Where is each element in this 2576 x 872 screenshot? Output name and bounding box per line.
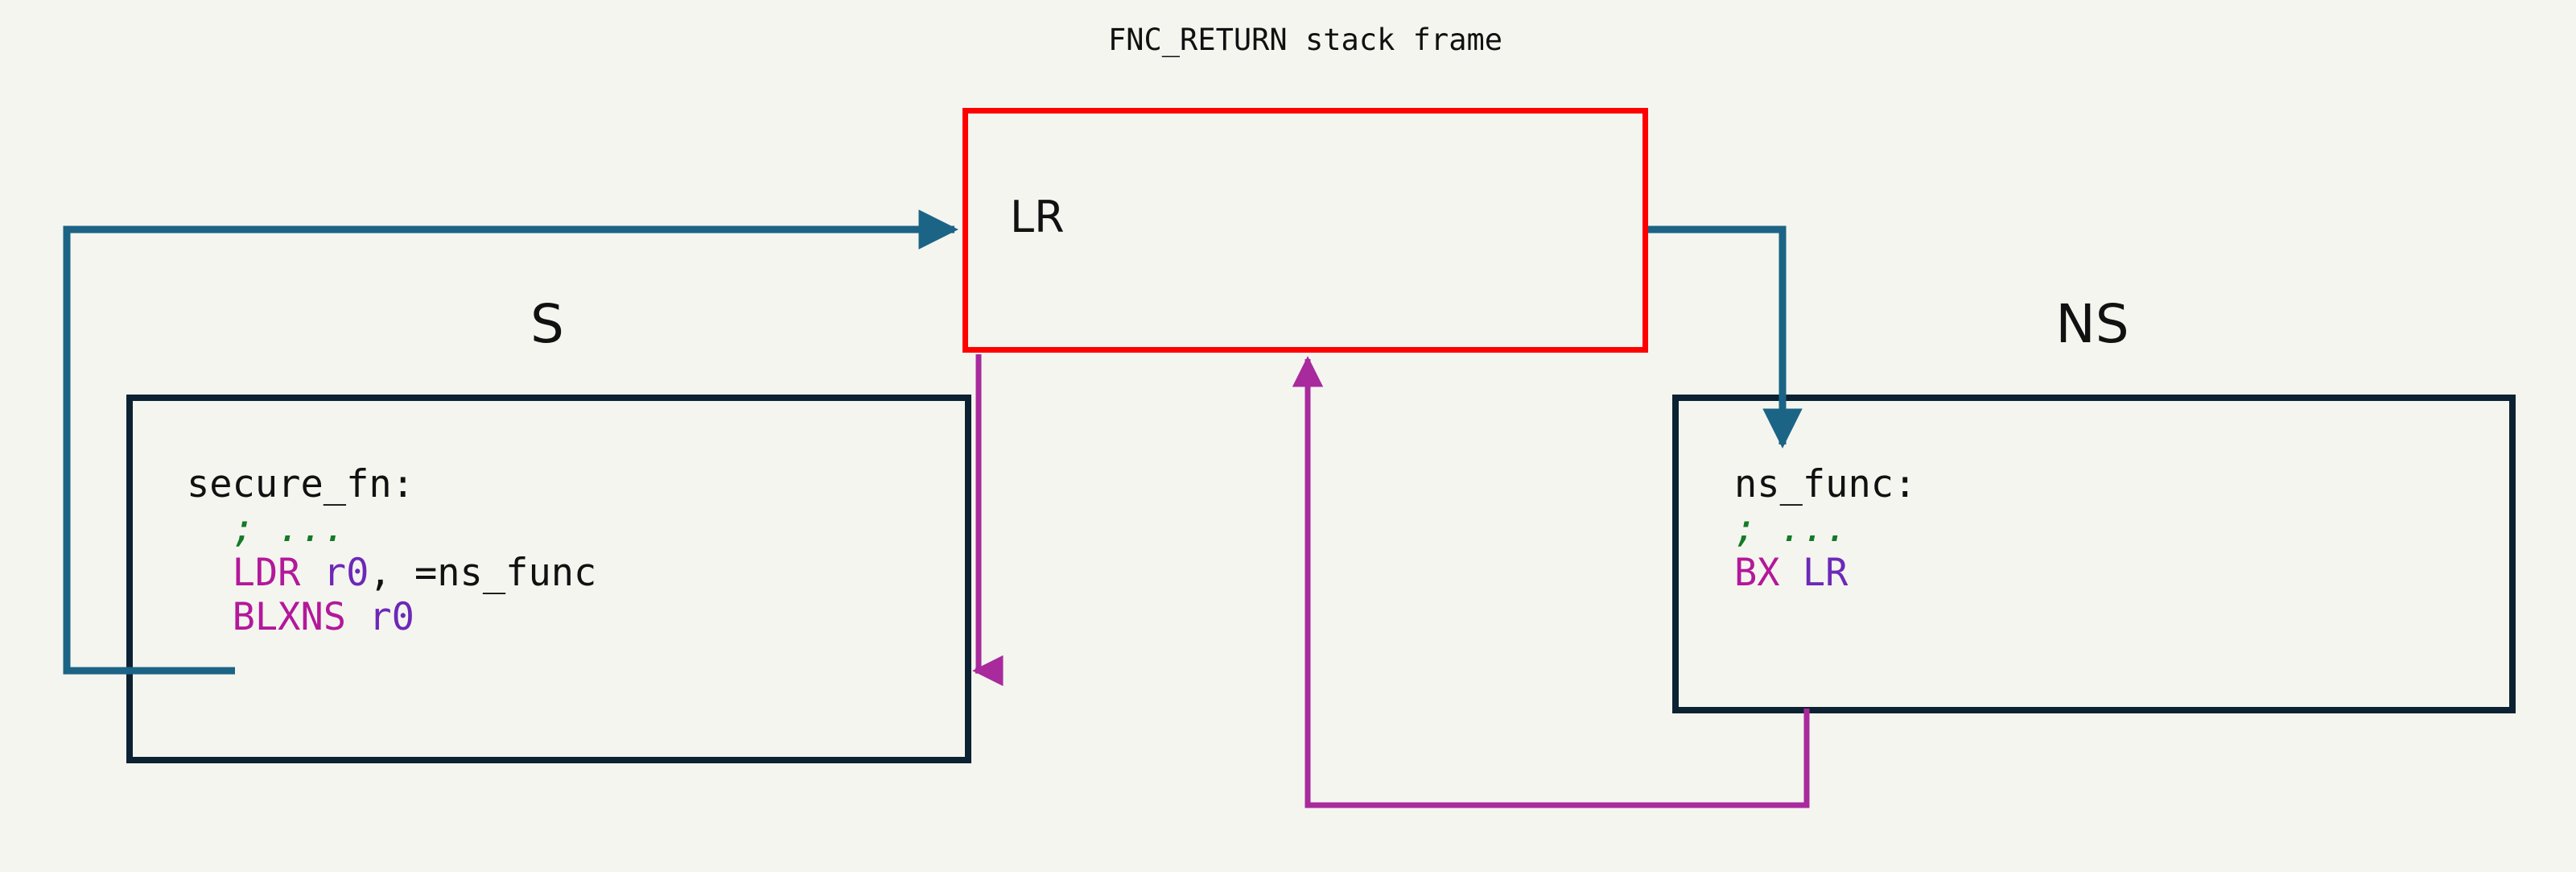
nonsecure-code-listing: ns_func: ; ... BX LR bbox=[1734, 462, 1916, 595]
code-token-label: secure_fn: bbox=[187, 462, 414, 506]
fnc-return-stack-frame-box bbox=[962, 108, 1648, 353]
code-token-comment: ; ... bbox=[1734, 506, 1849, 551]
code-token-register: r0 bbox=[369, 594, 414, 639]
code-token-mnemonic: LDR bbox=[232, 550, 301, 595]
code-token-plain bbox=[300, 551, 323, 595]
secure-zone-label: S bbox=[530, 293, 564, 355]
code-token-plain bbox=[187, 551, 233, 595]
code-token-mnemonic: BLXNS bbox=[232, 594, 347, 639]
secure-code-listing: secure_fn: ; ... LDR r0, =ns_func BLXNS … bbox=[187, 462, 596, 639]
code-token-plain bbox=[187, 506, 233, 551]
code-token-plain: , =ns_func bbox=[369, 550, 597, 595]
code-token-comment: ; ... bbox=[232, 506, 347, 551]
code-token-plain bbox=[1780, 551, 1803, 595]
code-token-register: LR bbox=[1802, 550, 1849, 595]
code-token-plain bbox=[346, 595, 369, 639]
code-token-label: ns_func: bbox=[1734, 462, 1917, 506]
stack-frame-title: FNC_RETURN stack frame bbox=[1107, 23, 1503, 57]
nonsecure-zone-label: NS bbox=[2055, 293, 2129, 355]
connector-fnc-return-loaded-into-lr bbox=[972, 354, 1004, 687]
code-token-mnemonic: BX bbox=[1734, 550, 1780, 595]
stack-frame-lr-slot-label: LR bbox=[1010, 192, 1065, 242]
code-token-plain bbox=[187, 595, 233, 639]
code-token-register: r0 bbox=[323, 550, 369, 595]
